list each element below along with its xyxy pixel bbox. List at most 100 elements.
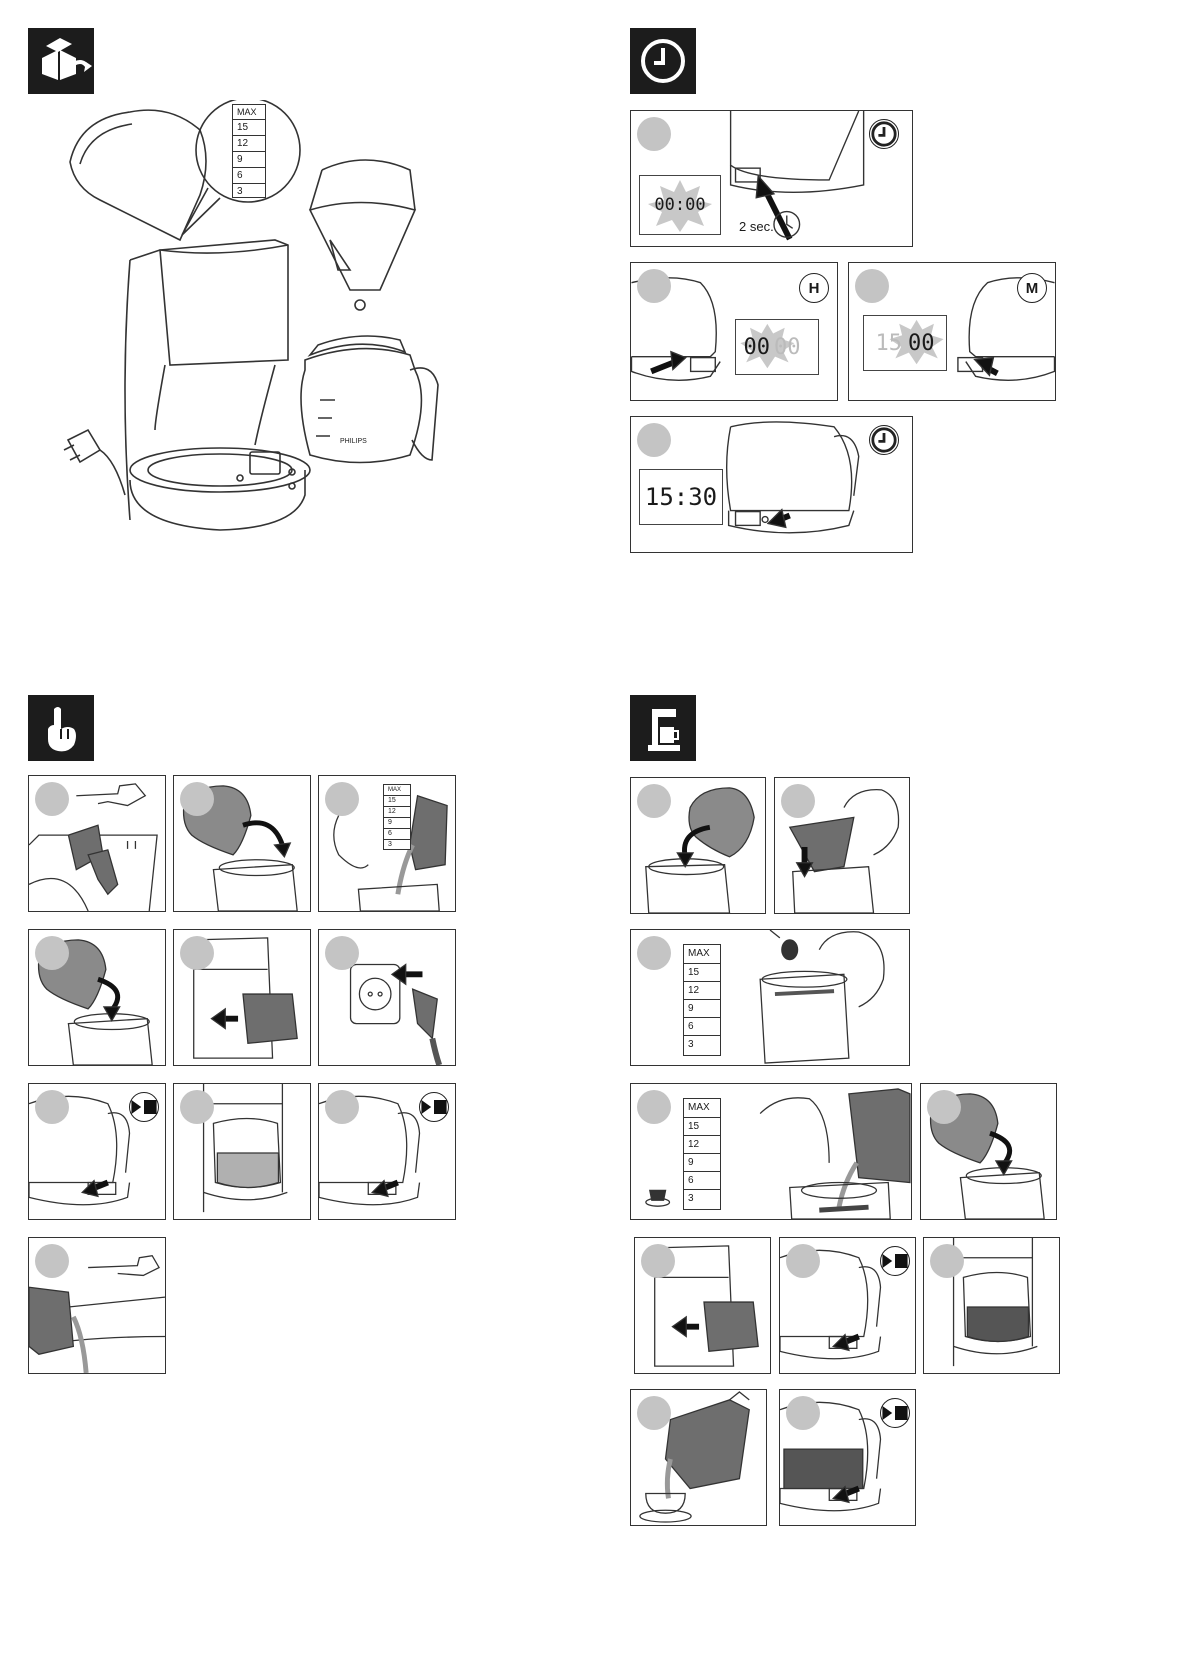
water-level-scale: MAX 15 12 9 6 3 — [683, 944, 721, 1056]
brew-step-7-press-start — [779, 1237, 916, 1374]
clock-icon — [630, 28, 696, 94]
step-badge — [637, 1396, 671, 1430]
scale-max: MAX — [233, 105, 265, 120]
timer-step-set-clock: 00:00 2 sec. — [630, 110, 913, 247]
hour-digits: 00 — [744, 335, 771, 360]
step-badge — [637, 423, 671, 457]
clock-display-text: 00:00 — [654, 195, 705, 215]
scale-9: 9 — [384, 818, 410, 829]
step-badge — [637, 1090, 671, 1124]
step-badge — [180, 1090, 214, 1124]
brew-step-4-fill-water: MAX 15 12 9 6 3 — [630, 1083, 912, 1220]
scale-9: 9 — [684, 1154, 720, 1172]
scale-12: 12 — [684, 982, 720, 1000]
scale-15: 15 — [684, 964, 720, 982]
scale-6: 6 — [384, 829, 410, 840]
scale-9: 9 — [684, 1000, 720, 1018]
first-use-step-1-rinse — [28, 775, 166, 912]
water-level-scale: MAX 15 12 9 6 3 — [383, 784, 411, 850]
clock-display: 00:00 — [639, 175, 721, 235]
carafe-brand: PHILIPS — [340, 438, 367, 445]
scale-12: 12 — [684, 1136, 720, 1154]
scale-15: 15 — [684, 1118, 720, 1136]
step-badge — [781, 784, 815, 818]
first-use-step-7-press-start — [28, 1083, 166, 1220]
scale-6: 6 — [684, 1172, 720, 1190]
step-badge — [35, 1090, 69, 1124]
first-use-step-3-fill-water: MAX 15 12 9 6 3 — [318, 775, 456, 912]
hand-pointer-icon — [28, 695, 94, 761]
scale-3: 3 — [384, 840, 410, 850]
step-badge — [786, 1244, 820, 1278]
first-use-step-5-insert-carafe — [173, 929, 311, 1066]
step-badge — [930, 1244, 964, 1278]
step-badge — [325, 782, 359, 816]
step-badge — [637, 784, 671, 818]
scale-12: 12 — [233, 136, 265, 152]
scale-15: 15 — [384, 796, 410, 807]
scale-9: 9 — [233, 152, 265, 168]
water-level-scale: MAX 15 12 9 6 3 — [683, 1098, 721, 1210]
scale-6: 6 — [233, 168, 265, 184]
scale-max: MAX — [384, 785, 410, 796]
coffee-maker-icon — [630, 695, 696, 761]
scale-12: 12 — [384, 807, 410, 818]
timer-step-confirm: 15:30 — [630, 416, 913, 553]
clock-button-icon — [869, 119, 899, 149]
step-badge — [35, 782, 69, 816]
step-badge — [641, 1244, 675, 1278]
scale-15: 15 — [233, 120, 265, 136]
step-badge — [325, 936, 359, 970]
brew-step-8-brewing — [923, 1237, 1060, 1374]
first-use-step-4-close-lid — [28, 929, 166, 1066]
brew-step-5-close-lid — [920, 1083, 1057, 1220]
timer-step-set-hour: H 00 00 — [630, 262, 838, 401]
time-display: 15:30 — [639, 469, 723, 525]
hour-button-icon: H — [799, 273, 829, 303]
play-stop-icon — [419, 1092, 449, 1122]
timer-step-set-minute: M 15 00 — [848, 262, 1056, 401]
step-badge — [35, 936, 69, 970]
step-badge — [180, 782, 214, 816]
step-badge — [325, 1090, 359, 1124]
hour-digits-dim: 15 — [876, 331, 903, 356]
unpack-box-icon — [28, 28, 94, 94]
play-stop-icon — [880, 1246, 910, 1276]
minute-digits: 00 — [908, 331, 935, 356]
scale-3: 3 — [684, 1190, 720, 1207]
time-display-text: 15:30 — [645, 483, 717, 511]
scale-max: MAX — [684, 1099, 720, 1118]
step-badge — [927, 1090, 961, 1124]
brew-step-3-add-coffee: MAX 15 12 9 6 3 — [630, 929, 910, 1066]
step-badge — [637, 117, 671, 151]
step-badge — [786, 1396, 820, 1430]
minute-display: 15 00 — [863, 315, 947, 371]
play-stop-icon — [129, 1092, 159, 1122]
first-use-step-9-press-stop — [318, 1083, 456, 1220]
brew-step-6-insert-carafe — [634, 1237, 771, 1374]
minute-digits-dim: 00 — [774, 335, 801, 360]
brew-step-2-insert-filter — [774, 777, 910, 914]
coffee-maker-overview: MAX 15 12 9 6 3 PHILIPS — [60, 100, 480, 540]
hour-display: 00 00 — [735, 319, 819, 375]
water-level-scale: MAX 15 12 9 6 3 — [232, 104, 266, 198]
first-use-step-8-brewing — [173, 1083, 311, 1220]
scale-3: 3 — [684, 1036, 720, 1053]
brew-step-9-pour-coffee — [630, 1389, 767, 1526]
step-badge — [855, 269, 889, 303]
scale-3: 3 — [233, 184, 265, 199]
brew-step-1-open-lid — [630, 777, 766, 914]
step-badge — [637, 936, 671, 970]
brew-step-10-switch-off — [779, 1389, 916, 1526]
first-use-step-10-empty-carafe — [28, 1237, 166, 1374]
clock-button-icon — [869, 425, 899, 455]
scale-max: MAX — [684, 945, 720, 964]
step-badge — [637, 269, 671, 303]
hold-duration-label: 2 sec. — [739, 219, 774, 234]
scale-6: 6 — [684, 1018, 720, 1036]
play-stop-icon — [880, 1398, 910, 1428]
step-badge — [35, 1244, 69, 1278]
first-use-step-2-open-lid — [173, 775, 311, 912]
step-badge — [180, 936, 214, 970]
minute-button-icon: M — [1017, 273, 1047, 303]
